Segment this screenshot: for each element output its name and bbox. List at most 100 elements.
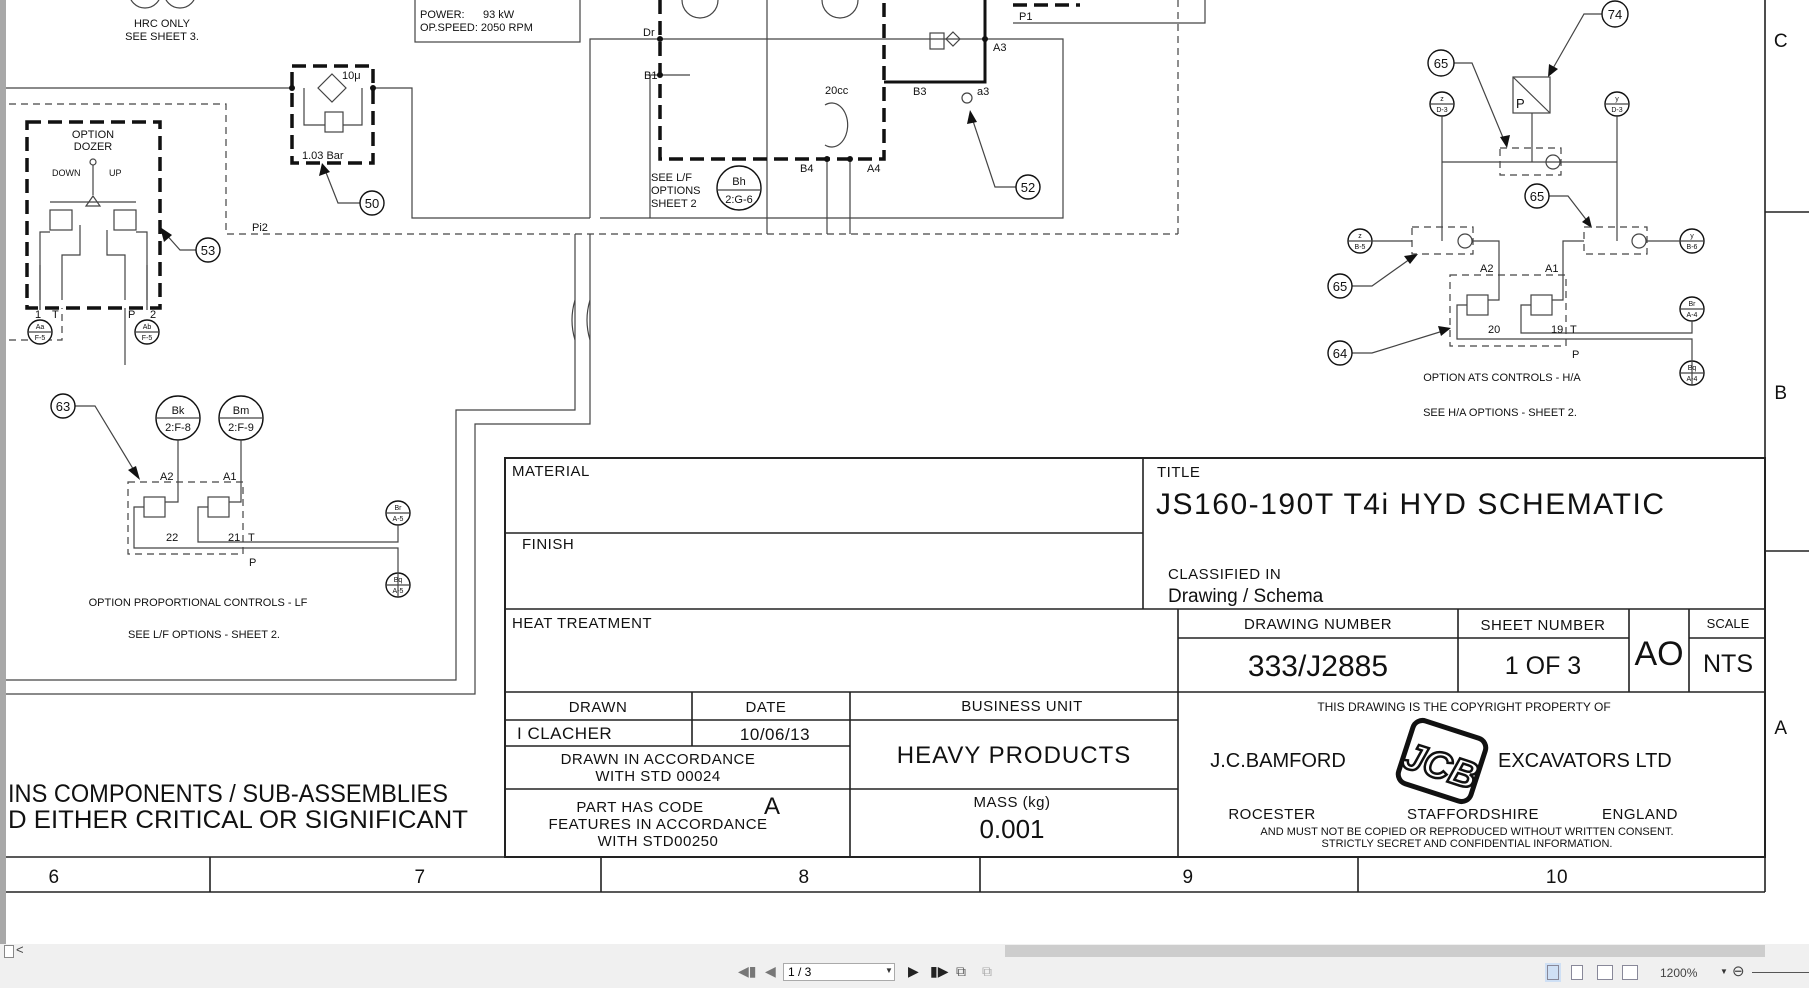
zone-row-c: C <box>1774 31 1788 52</box>
callout-50: 50 <box>319 163 385 216</box>
lf-solenoid-21: 21 <box>228 532 240 544</box>
svg-text:A-5: A-5 <box>393 516 404 523</box>
sheet-size: AO <box>1634 635 1683 673</box>
ats-port-a1: A1 <box>1545 263 1558 275</box>
ref-z-d3: zD-3 <box>1429 91 1455 117</box>
port-1: 1 <box>35 309 41 321</box>
copy-page-icon[interactable]: ⧉ <box>982 963 992 979</box>
engine-spec-box: POWER: 93 kW OP.SPEED: 2050 RPM <box>414 0 581 43</box>
drawing-canvas[interactable]: HRC ONLY SEE SHEET 3. POWER: 93 kW OP.SP… <box>0 0 1809 944</box>
callout-63: 63 <box>50 393 140 480</box>
zoom-out-icon[interactable]: ⊖ <box>1732 963 1745 980</box>
continuous-view-icon[interactable] <box>1571 965 1583 980</box>
port-a3-lower: a3 <box>977 86 989 98</box>
scrollbar-thumb[interactable] <box>1005 945 1765 957</box>
svg-text:65: 65 <box>1530 189 1544 204</box>
material-label: MATERIAL <box>512 463 590 480</box>
hrc-note: HRC ONLY SEE SHEET 3. <box>125 0 199 43</box>
address-country: ENGLAND <box>1602 806 1678 823</box>
page-number-input[interactable] <box>783 963 895 981</box>
page-dropdown-arrow[interactable]: ▼ <box>885 966 893 975</box>
lf-note-2: OPTIONS <box>651 185 701 197</box>
port-a3: A3 <box>993 42 1006 54</box>
zoom-slider[interactable] <box>1752 972 1809 973</box>
scale-value: NTS <box>1703 650 1753 678</box>
zone-column-6: 6 <box>48 867 59 888</box>
drawing-title: JS160-190T T4i HYD SCHEMATIC <box>1156 488 1664 521</box>
company-name-left: J.C.BAMFORD <box>1210 750 1346 772</box>
ats-port-t: T <box>1570 324 1577 336</box>
hrc-note-line2: SEE SHEET 3. <box>125 31 199 43</box>
title-label: TITLE <box>1157 464 1200 481</box>
heat-treatment-label: HEAT TREATMENT <box>512 615 652 632</box>
dozer-valve: OPTION DOZER DOWN UP 1 T P 2 <box>25 120 162 321</box>
first-page-icon[interactable]: ◀▮ <box>738 963 757 979</box>
svg-text:2:F-8: 2:F-8 <box>165 422 191 434</box>
filter-rating: 10μ <box>342 70 361 82</box>
drawing-date: 10/06/13 <box>740 725 810 744</box>
dozer-down-label: DOWN <box>52 168 81 178</box>
two-page-view-icon[interactable] <box>1597 965 1613 980</box>
horizontal-scrollbar[interactable]: < <box>0 942 1809 958</box>
business-unit-label: BUSINESS UNIT <box>961 698 1083 715</box>
svg-text:64: 64 <box>1333 346 1347 361</box>
svg-text:Bh: Bh <box>732 176 745 188</box>
svg-text:52: 52 <box>1021 180 1035 195</box>
two-page-continuous-icon[interactable] <box>1622 965 1638 980</box>
svg-text:2:F-9: 2:F-9 <box>228 422 254 434</box>
ref-bm: Bm2:F-9 <box>218 395 264 441</box>
zoom-dropdown-arrow[interactable]: ▼ <box>1720 967 1728 976</box>
part-code: A <box>764 793 780 820</box>
port-p1: P1 <box>1019 11 1032 23</box>
svg-text:65: 65 <box>1333 279 1347 294</box>
svg-text:z: z <box>1440 96 1444 103</box>
address-town: ROCESTER <box>1228 806 1315 823</box>
svg-text:Br: Br <box>1689 301 1697 308</box>
rotate-icon[interactable]: ⧉ <box>956 963 966 979</box>
zone-row-a: A <box>1774 718 1787 739</box>
ats-solenoid-19: 19 <box>1551 324 1563 336</box>
svg-text:D-3: D-3 <box>1611 107 1622 114</box>
svg-text:z: z <box>1358 233 1362 240</box>
last-page-icon[interactable]: ▮▶ <box>930 963 949 979</box>
ref-br-a5: BrA-5 <box>385 500 411 526</box>
pressure-sensor-p: P <box>1516 96 1525 111</box>
drawing-number: 333/J2885 <box>1248 650 1388 683</box>
ref-z-b5: zB-5 <box>1347 228 1373 254</box>
port-b3: B3 <box>913 86 926 98</box>
scroll-left-button[interactable]: < <box>16 942 24 957</box>
ref-br-a4: BrA-4 <box>1679 296 1705 322</box>
dozer-up-label: UP <box>109 168 122 178</box>
svg-text:63: 63 <box>56 399 70 414</box>
lf-solenoid-22: 22 <box>166 532 178 544</box>
lf-port-a1: A1 <box>223 471 236 483</box>
classified-label: CLASSIFIED IN <box>1168 566 1281 583</box>
filter-assembly: 10μ 1.03 Bar <box>289 64 376 165</box>
svg-text:Ab: Ab <box>143 324 152 331</box>
port-2: 2 <box>150 309 156 321</box>
date-label: DATE <box>746 699 787 716</box>
filter-bypass-pressure: 1.03 Bar <box>302 150 344 162</box>
single-page-view-icon[interactable] <box>1545 963 1561 982</box>
lf-port-a2: A2 <box>160 471 173 483</box>
callout-65-low: 65 <box>1327 254 1418 299</box>
lf-note-1: SEE L/F <box>651 172 692 184</box>
copyright-line: THIS DRAWING IS THE COPYRIGHT PROPERTY O… <box>1317 700 1610 714</box>
legal-line-2: STRICTLY SECRET AND CONFIDENTIAL INFORMA… <box>1322 838 1613 850</box>
zoom-level[interactable]: 1200% <box>1660 966 1698 980</box>
company-name-right: EXCAVATORS LTD <box>1498 750 1672 772</box>
callout-52: 52 <box>967 110 1041 200</box>
power-text: POWER: 93 kW <box>420 9 515 21</box>
next-page-icon[interactable]: ▶ <box>908 963 919 979</box>
drawn-by: I CLACHER <box>517 724 612 743</box>
ats-caption-title: OPTION ATS CONTROLS - H/A <box>1423 372 1581 384</box>
sheet-number-label: SHEET NUMBER <box>1481 617 1606 634</box>
accordance-line-2: WITH STD 00024 <box>595 768 720 785</box>
ats-port-p: P <box>1572 349 1579 361</box>
lf-port-p: P <box>249 557 256 569</box>
zone-row-b: B <box>1774 383 1787 404</box>
callout-65-mid: 65 <box>1524 183 1592 228</box>
svg-text:F-5: F-5 <box>142 335 153 342</box>
svg-text:B-5: B-5 <box>1355 244 1366 251</box>
prev-page-icon[interactable]: ◀ <box>765 963 776 979</box>
